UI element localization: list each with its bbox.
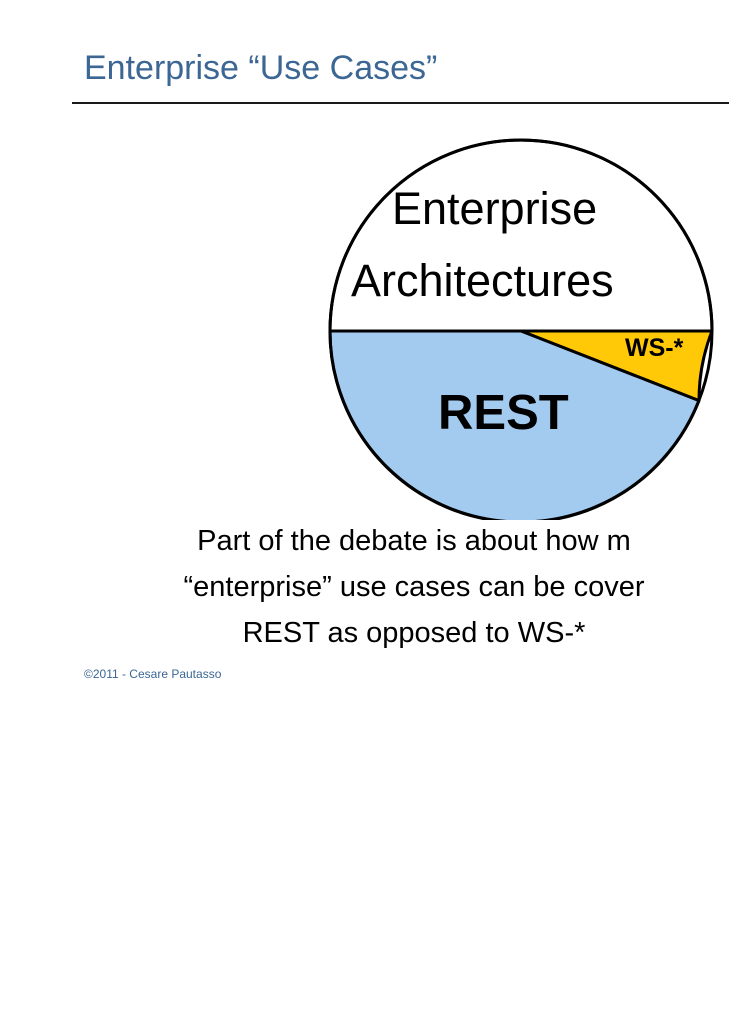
pie-outline-circle bbox=[328, 138, 714, 520]
page-title: Enterprise “Use Cases” bbox=[84, 49, 438, 87]
pie-label-rest: REST bbox=[438, 386, 569, 440]
pie-label-architectures: Architectures bbox=[351, 255, 614, 306]
body-caption-line-2: “enterprise” use cases can be cover bbox=[183, 571, 645, 603]
title-divider bbox=[72, 102, 729, 104]
body-caption-line-1: Part of the debate is about how m bbox=[197, 525, 631, 557]
pie-chart-svg bbox=[328, 138, 714, 520]
copyright-notice: ©2011 - Cesare Pautasso bbox=[84, 667, 222, 681]
pie-label-enterprise: Enterprise bbox=[392, 183, 598, 234]
body-caption-line-3: REST as opposed to WS-* bbox=[242, 617, 586, 649]
pie-label-ws-star: WS-* bbox=[625, 334, 684, 362]
body-caption: Part of the debate is about how m “enter… bbox=[84, 518, 729, 656]
pie-chart: Enterprise Architectures REST WS-* bbox=[328, 138, 714, 520]
